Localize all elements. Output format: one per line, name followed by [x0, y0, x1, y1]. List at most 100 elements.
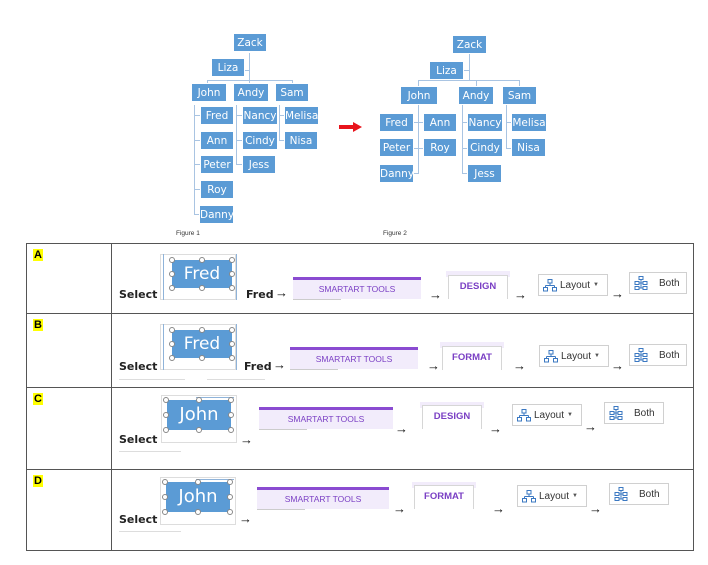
arrow-icon: → — [240, 432, 253, 447]
layout-button[interactable]: Layout▼ — [512, 404, 582, 426]
smartart-tools-group[interactable]: SMARTART TOOLS — [257, 487, 389, 509]
figure-2-caption: Figure 2 — [383, 230, 407, 237]
arrow-icon: → — [513, 358, 526, 373]
option-row-b[interactable]: B Select Fred Fred → SMARTART TOOLS → FO… — [27, 314, 693, 388]
arrow-icon: → — [611, 358, 624, 373]
option-letter: B — [33, 319, 43, 331]
org-node[interactable]: Melisa — [284, 106, 319, 125]
both-label: Both — [659, 349, 680, 361]
org-node[interactable]: Zack — [452, 35, 487, 54]
org-node[interactable]: Peter — [200, 155, 234, 174]
org-node[interactable]: Ann — [423, 113, 457, 132]
org-chart-icon — [543, 278, 557, 291]
design-tab[interactable]: DESIGN — [448, 275, 508, 299]
selected-shape-frame — [160, 324, 236, 370]
org-node[interactable]: Fred — [379, 113, 414, 132]
org-node[interactable]: Cindy — [467, 138, 503, 157]
layout-button[interactable]: Layout▼ — [539, 345, 609, 367]
smartart-shape[interactable]: Fred — [172, 330, 232, 358]
arrow-icon: → — [489, 421, 502, 436]
org-node[interactable]: Sam — [275, 83, 309, 102]
select-label: Select — [119, 513, 158, 526]
org-chart-icon — [522, 489, 536, 502]
org-node[interactable]: Roy — [423, 138, 457, 157]
layout-button[interactable]: Layout▼ — [517, 485, 587, 507]
layout-label: Layout — [539, 490, 570, 502]
org-node[interactable]: Zack — [233, 33, 267, 52]
smartart-tools-group[interactable]: SMARTART TOOLS — [290, 347, 418, 369]
option-letter: D — [33, 475, 43, 487]
layout-label: Layout — [534, 409, 565, 421]
select-label: Select — [119, 288, 158, 301]
option-letter: C — [33, 393, 43, 405]
option-row-c[interactable]: C Select John → SMARTART TOOLS → DESIGN … — [27, 388, 693, 470]
org-node[interactable]: Danny — [379, 164, 414, 183]
org-node[interactable]: John — [400, 86, 438, 105]
arrow-icon: → — [275, 285, 288, 300]
both-hanging-button[interactable]: Both — [629, 272, 687, 294]
org-node[interactable]: Andy — [458, 86, 494, 105]
smartart-shape[interactable]: Fred — [172, 260, 232, 288]
arrow-icon: → — [239, 511, 252, 526]
column-divider — [111, 244, 112, 550]
org-chart-icon — [517, 408, 531, 421]
both-hanging-button[interactable]: Both — [604, 402, 664, 424]
org-node[interactable]: Liza — [429, 61, 464, 80]
option-letter: A — [33, 249, 43, 261]
hierarchy-both-icon — [634, 276, 648, 290]
hierarchy-both-icon — [609, 406, 623, 420]
org-node[interactable]: Danny — [199, 205, 234, 224]
hierarchy-both-icon — [634, 348, 648, 362]
option-row-a[interactable]: A Select Fred Fred → SMARTART TOOLS → DE… — [27, 244, 693, 314]
org-node[interactable]: Roy — [200, 180, 234, 199]
hierarchy-both-icon — [614, 487, 628, 501]
org-node[interactable]: Nancy — [242, 106, 278, 125]
both-label: Both — [659, 277, 680, 289]
org-node[interactable]: John — [191, 83, 227, 102]
layout-button[interactable]: Layout▼ — [538, 274, 608, 296]
arrow-icon: → — [589, 501, 602, 516]
arrow-icon: → — [514, 287, 527, 302]
smartart-tools-group[interactable]: SMARTART TOOLS — [293, 277, 421, 299]
smartart-shape[interactable]: John — [166, 482, 230, 512]
selected-shape-frame — [161, 395, 237, 443]
arrow-icon: → — [427, 358, 440, 373]
org-node[interactable]: Jess — [242, 155, 276, 174]
layout-label: Layout — [560, 279, 591, 291]
shape-label: Fred — [244, 360, 272, 373]
arrow-icon: → — [611, 286, 624, 301]
shape-label: Fred — [246, 288, 274, 301]
answer-options-table: A Select Fred Fred → SMARTART TOOLS → DE… — [26, 243, 694, 551]
org-node[interactable]: Nancy — [467, 113, 503, 132]
org-node[interactable]: Sam — [502, 86, 537, 105]
arrow-icon: → — [273, 357, 286, 372]
option-row-d[interactable]: D Select John → SMARTART TOOLS → FORMAT … — [27, 470, 693, 552]
org-node[interactable]: Fred — [200, 106, 234, 125]
org-node[interactable]: Nisa — [511, 138, 546, 157]
org-node[interactable]: Peter — [379, 138, 414, 157]
org-node[interactable]: Andy — [233, 83, 269, 102]
org-node[interactable]: Ann — [200, 131, 234, 150]
selected-shape-frame — [160, 254, 236, 300]
arrow-icon: → — [395, 421, 408, 436]
arrow-icon: → — [492, 501, 505, 516]
format-tab[interactable]: FORMAT — [414, 485, 474, 509]
org-node[interactable]: Nisa — [284, 131, 318, 150]
org-node[interactable]: Liza — [211, 58, 245, 77]
design-tab[interactable]: DESIGN — [422, 405, 482, 429]
layout-label: Layout — [561, 350, 592, 362]
org-chart-icon — [544, 349, 558, 362]
both-hanging-button[interactable]: Both — [629, 344, 687, 366]
arrow-icon: → — [584, 419, 597, 434]
org-node[interactable]: Jess — [467, 164, 502, 183]
org-node[interactable]: Cindy — [242, 131, 278, 150]
select-label: Select — [119, 360, 158, 373]
figure-1-caption: Figure 1 — [176, 230, 200, 237]
smartart-shape[interactable]: John — [167, 400, 231, 430]
format-tab[interactable]: FORMAT — [442, 346, 502, 370]
smartart-tools-group[interactable]: SMARTART TOOLS — [259, 407, 393, 429]
select-label: Select — [119, 433, 158, 446]
arrow-icon: → — [429, 287, 442, 302]
org-node[interactable]: Melisa — [511, 113, 547, 132]
both-hanging-button[interactable]: Both — [609, 483, 669, 505]
